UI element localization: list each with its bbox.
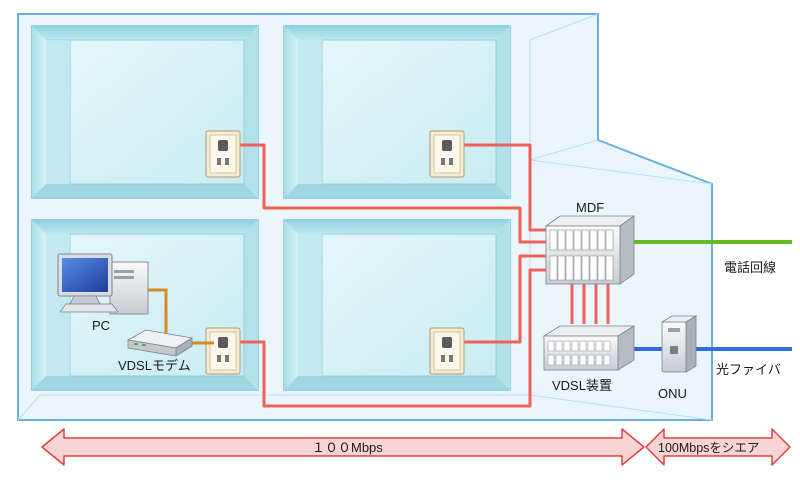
- wall-outlet-icon: [429, 130, 465, 178]
- phone-wiring: [240, 143, 610, 408]
- room-bottom-right: [283, 219, 511, 391]
- vdsl-device-icon: [542, 325, 636, 371]
- speed-arrow-internal: [41, 428, 645, 466]
- mdf-rack-icon: [544, 215, 636, 285]
- wall-outlet-icon: [205, 327, 241, 375]
- modem-icon: [126, 329, 194, 357]
- onu-label: ONU: [658, 386, 687, 401]
- phone-line-label: 電話回線: [724, 260, 776, 275]
- speed-arrow-shared: [645, 428, 791, 466]
- mdf-label: MDF: [576, 200, 604, 215]
- vdsl-modem-label: VDSLモデム: [118, 358, 191, 373]
- optical-fiber-label: 光ファイバ: [716, 362, 781, 377]
- modem-cabling: [140, 288, 214, 345]
- vdsl-device-label: VDSL装置: [552, 378, 612, 393]
- pc-icon: [57, 253, 149, 315]
- speed-internal-label: １００Mbps: [312, 440, 383, 455]
- room-top-right: [283, 25, 511, 199]
- speed-shared-label: 100Mbpsをシエア: [658, 441, 759, 455]
- pc-label: PC: [92, 318, 110, 333]
- wall-outlet-icon: [205, 130, 241, 178]
- onu-icon: [660, 315, 698, 373]
- wall-outlet-icon: [429, 327, 465, 375]
